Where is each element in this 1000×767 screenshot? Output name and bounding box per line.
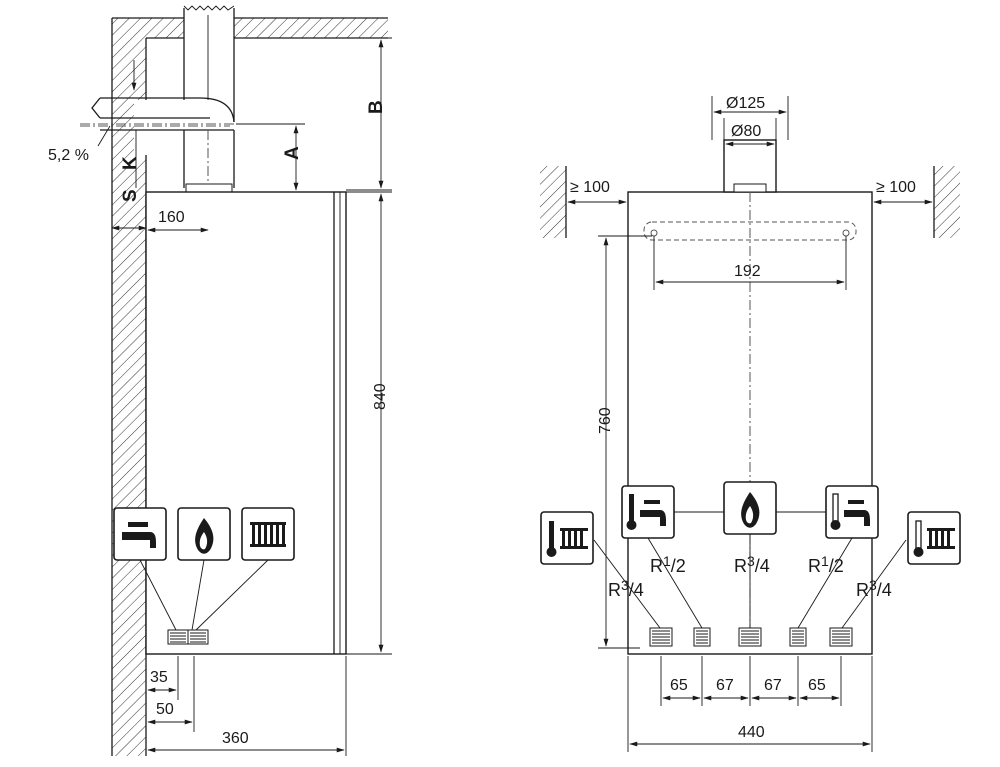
clear-right-label: ≥ 100: [876, 179, 916, 196]
wall-hatch-lower: [112, 160, 146, 756]
spacing-1: 65: [670, 677, 688, 694]
slope-label: 5,2 %: [48, 147, 89, 164]
dia-outer-label: Ø125: [726, 95, 765, 112]
dia-inner-label: Ø80: [731, 123, 761, 140]
spacing-3: 67: [764, 677, 782, 694]
wall-hatch: [112, 18, 388, 160]
conn-label-2: R1/2: [650, 553, 686, 576]
cold-water-icon: [825, 485, 879, 539]
conn-label-3: R3/4: [734, 553, 770, 576]
front-view: Ø125 Ø80 ≥ 100 ≥ 100 192 760: [540, 95, 961, 752]
dim-flue-offset: 160: [158, 209, 185, 226]
left-wall-hatch: [540, 166, 566, 238]
heating-flow-icon: [540, 511, 594, 565]
conn-label-1: R3/4: [608, 577, 644, 600]
tap-icon: [113, 507, 167, 561]
conn-label-5: R3/4: [856, 577, 892, 600]
flame-icon: [177, 507, 231, 561]
dim-50-label: 50: [156, 701, 174, 718]
dim-height-front: 760: [597, 407, 614, 434]
conn-label-4: R1/2: [808, 553, 844, 576]
radiator-icon: [241, 507, 295, 561]
right-wall-hatch: [934, 166, 960, 238]
side-connections: [167, 629, 209, 645]
spacing-2: 67: [716, 677, 734, 694]
front-connections: [649, 627, 853, 647]
mounting-bar: [643, 221, 857, 241]
dim-height-label: 840: [372, 383, 389, 410]
boiler-side-body: [145, 191, 347, 655]
dim-b-label: B: [366, 100, 387, 114]
dim-35-label: 35: [150, 669, 168, 686]
heating-return-icon: [907, 511, 961, 565]
spacing-4: 65: [808, 677, 826, 694]
dim-depth-label: 360: [222, 730, 249, 747]
side-view: A B K S 5,2 % 160 840: [48, 5, 392, 756]
dim-a-label: A: [282, 146, 303, 160]
hot-water-icon: [621, 485, 675, 539]
dim-width-label: 440: [738, 724, 765, 741]
clear-left-label: ≥ 100: [570, 179, 610, 196]
dim-mount-label: 192: [734, 263, 761, 280]
dim-k-label: K: [120, 156, 141, 170]
gas-icon: [723, 481, 777, 535]
dim-s-label: S: [120, 189, 141, 202]
